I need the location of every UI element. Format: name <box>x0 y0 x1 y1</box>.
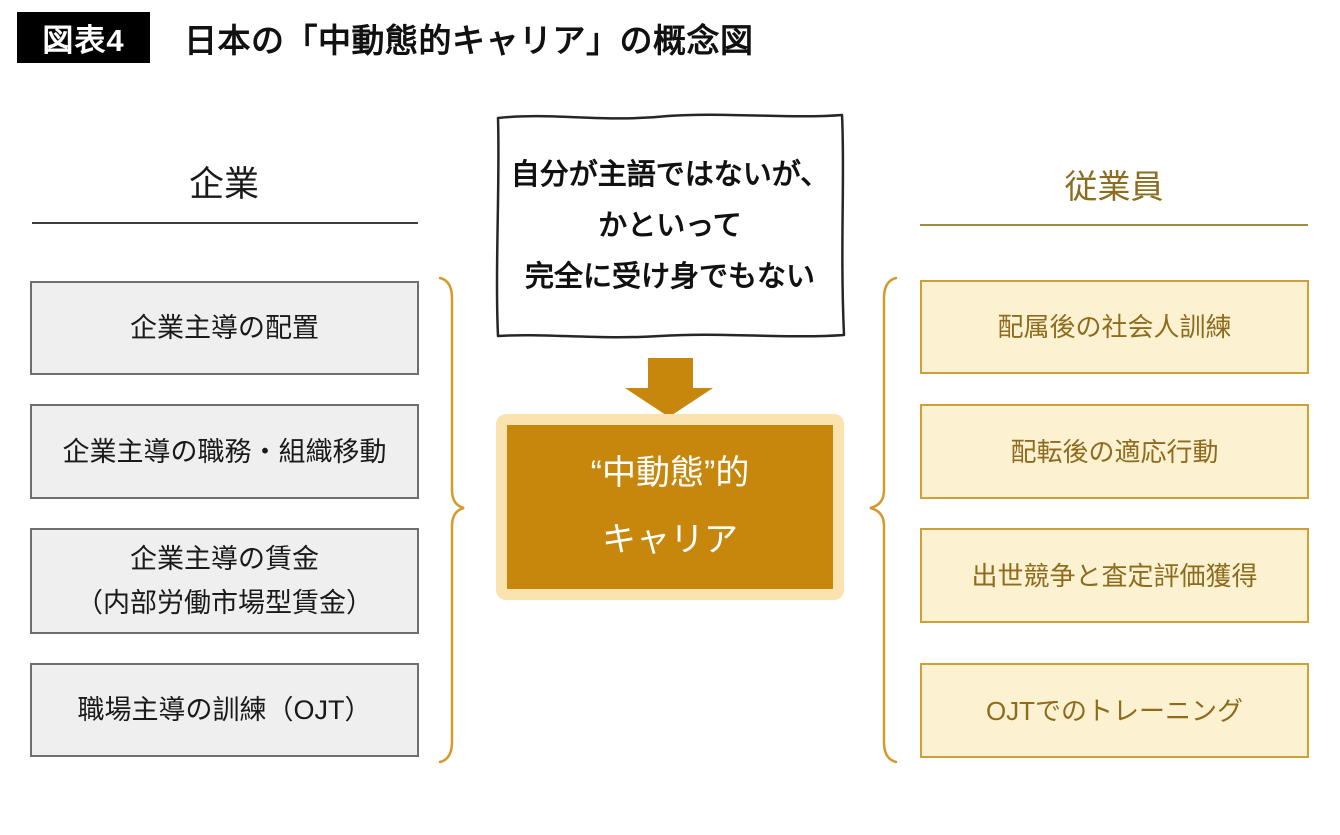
figure-badge-label: 図表4 <box>42 23 125 58</box>
employee-box-promotion-competition-label: 出世競争と査定評価獲得 <box>971 560 1258 591</box>
right-brace <box>869 276 898 764</box>
company-box-wages: 企業主導の賃金 （内部労働市場型賃金） <box>30 528 419 634</box>
company-box-ojt-training-label: 職場主導の訓練（OJT） <box>77 695 372 725</box>
bubble-line-2: かといって <box>598 209 742 242</box>
result-box-line-2: キャリア <box>602 521 738 559</box>
company-header-label: 企業 <box>188 165 259 204</box>
employee-box-onboarding-training-label: 配属後の社会人訓練 <box>997 312 1232 342</box>
company-header-underline <box>32 222 418 224</box>
company-box-ojt-training: 職場主導の訓練（OJT） <box>30 663 419 757</box>
employee-box-ojt-label: OJTでのトレーニング <box>985 695 1244 726</box>
employee-box-ojt: OJTでのトレーニング <box>920 663 1309 758</box>
company-column-header: 企業 <box>30 156 418 207</box>
employee-box-onboarding-training: 配属後の社会人訓練 <box>920 280 1309 374</box>
employee-column-header: 従業員 <box>920 160 1308 208</box>
employee-header-label: 従業員 <box>1064 168 1164 205</box>
result-box-line-1: “中動態”的 <box>590 454 750 492</box>
employee-header-underline <box>920 224 1308 226</box>
company-box-job-rotation: 企業主導の職務・組織移動 <box>30 404 419 499</box>
bubble-line-3: 完全に受け身でもない <box>524 260 815 293</box>
company-box-placement: 企業主導の配置 <box>30 281 419 375</box>
left-brace <box>438 276 465 764</box>
employee-box-adaptation: 配転後の適応行動 <box>920 404 1309 499</box>
bubble-line-1: 自分が主語ではないが、 <box>510 158 830 191</box>
company-box-job-rotation-label: 企業主導の職務・組織移動 <box>62 436 387 467</box>
company-box-wages-label-line2: （内部労働市場型賃金） <box>76 588 373 618</box>
employee-box-promotion-competition: 出世競争と査定評価獲得 <box>920 528 1309 623</box>
company-box-wages-label-line1: 企業主導の賃金 <box>130 544 319 574</box>
result-box-middle-voice-career: “中動態”的 キャリア <box>507 425 833 589</box>
figure-title: 日本の「中動態的キャリア」の概念図 <box>184 12 754 63</box>
bubble-annotation: 自分が主語ではないが、 かといって 完全に受け身でもない <box>500 122 840 330</box>
down-arrow-icon <box>625 358 713 417</box>
hand-drawn-bubble-outline <box>495 113 846 339</box>
figure-badge: 図表4 <box>17 12 150 63</box>
company-box-placement-label: 企業主導の配置 <box>130 313 319 343</box>
figure-title-text: 日本の「中動態的キャリア」の概念図 <box>184 21 754 59</box>
employee-box-adaptation-label: 配転後の適応行動 <box>1010 436 1219 467</box>
